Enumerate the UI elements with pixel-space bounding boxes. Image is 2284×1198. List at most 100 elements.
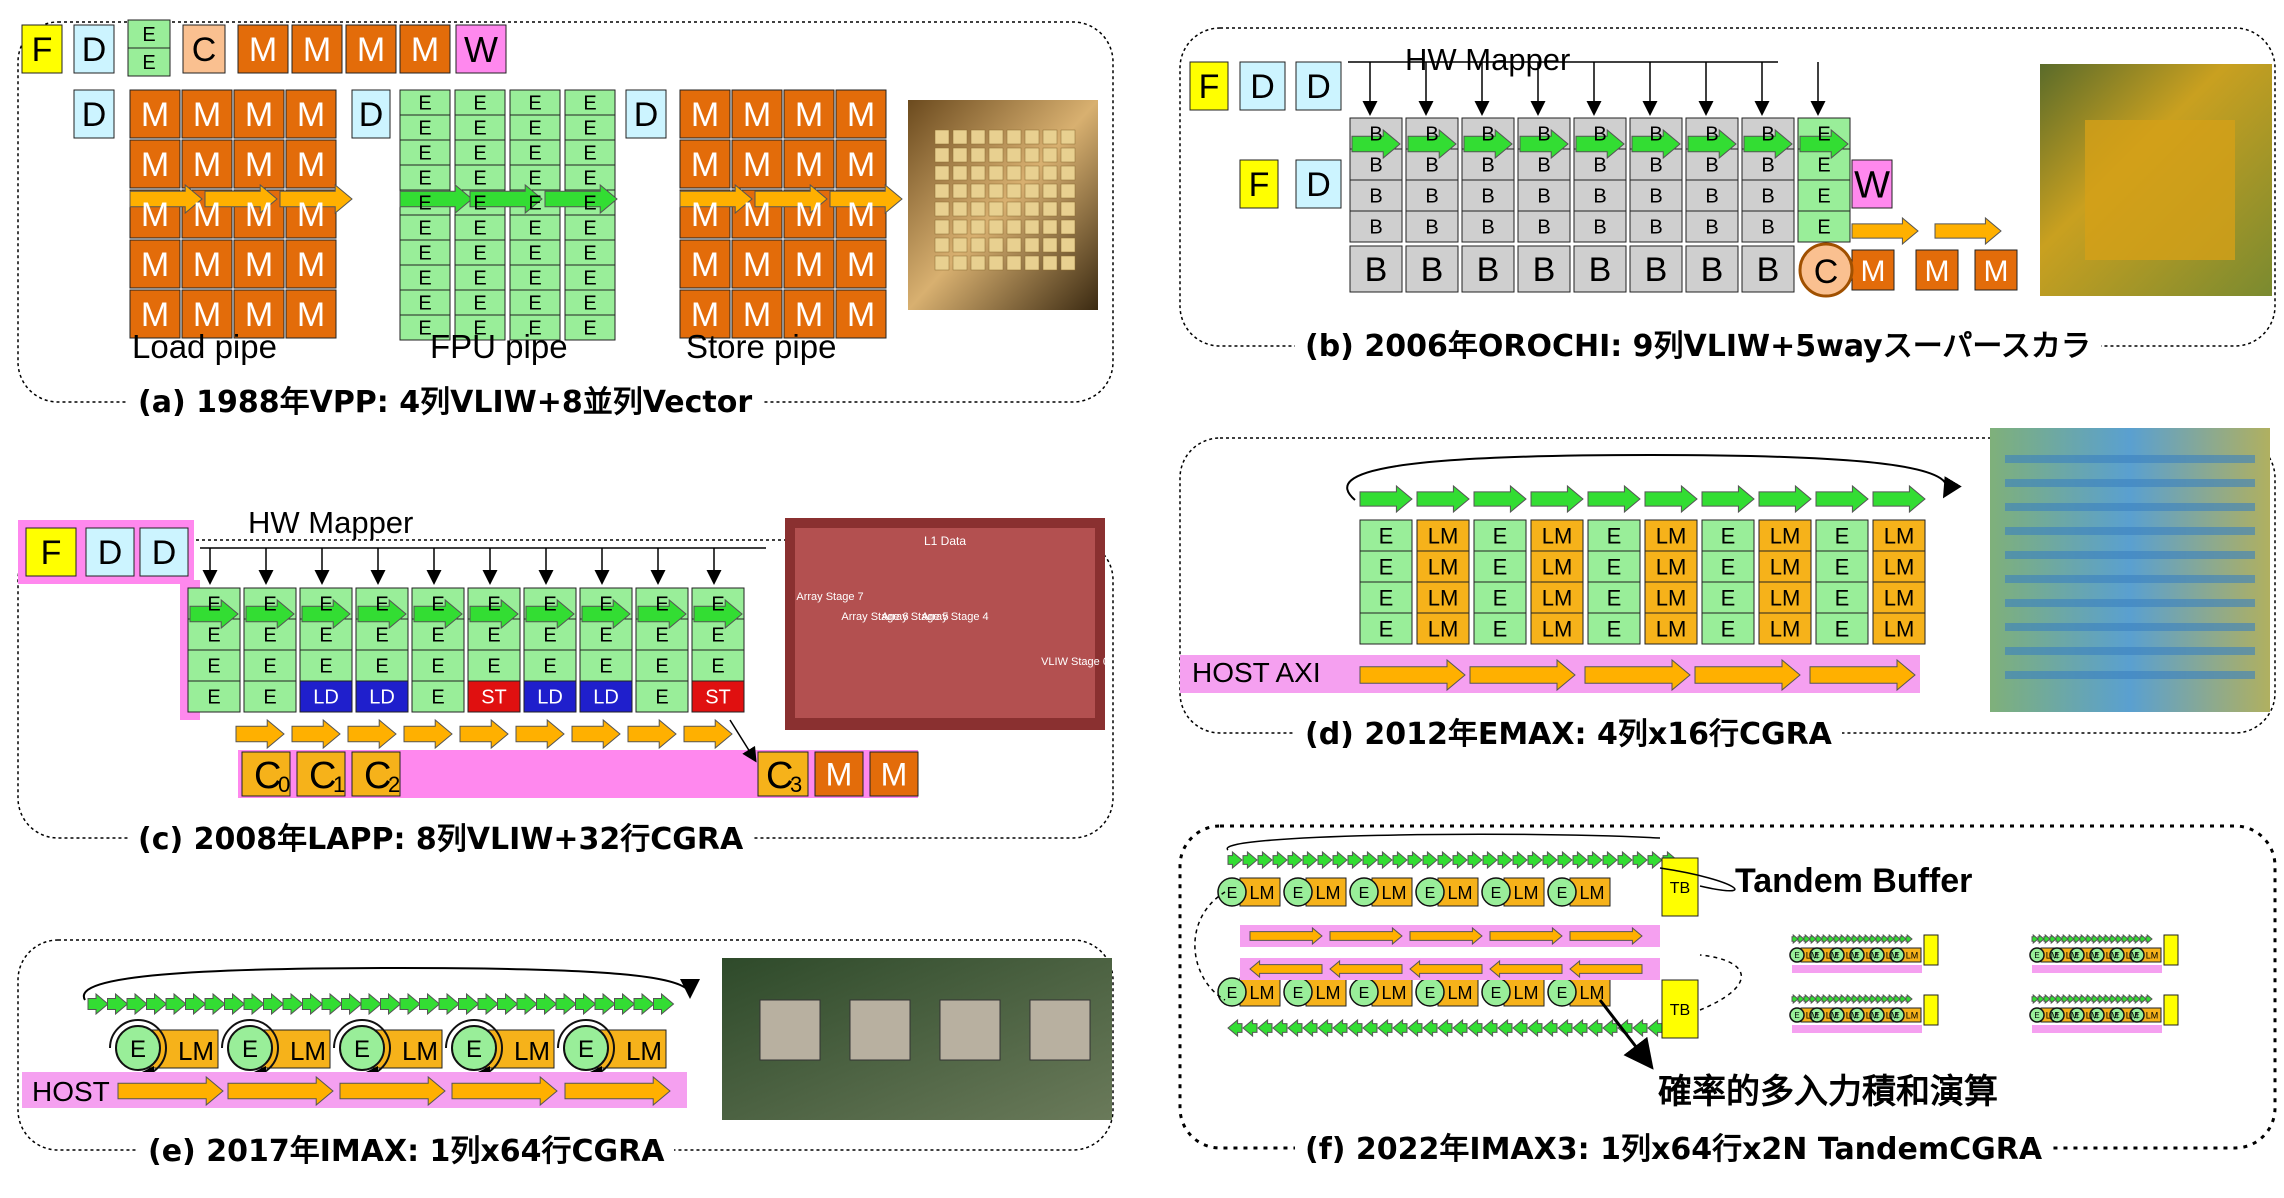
a-mem-0-box [237,24,289,74]
e-green-arrow-15 [380,992,402,1016]
b-bypass-1-2-box [1405,179,1459,212]
c-cell-1-1-glyph: E [263,625,276,647]
b-bypass-3-3-glyph: B [1537,217,1550,239]
f-host-arrow-1-2 [1409,926,1483,946]
a-mem-1-glyph: M [303,31,331,69]
a-chip-tile [988,255,1004,271]
e-green-arrow-11 [302,992,324,1016]
c-orange-arrow-4 [459,718,509,750]
e-exec-glyph-4: E [578,1036,594,1063]
c-decode-1-glyph: D [98,534,123,572]
a-chip-tile [1006,183,1022,199]
d-cell-3-0-glyph: LM [1542,523,1573,548]
f-mini-2-g-0 [2031,933,2039,945]
a-fpu-e-1-3-box [564,114,616,141]
f-top-green-28 [1647,850,1663,870]
e-green-arrow-19 [458,992,480,1016]
a-chip-tile [934,165,950,181]
f-mini-2-r-exec-0 [2029,947,2045,963]
c-cell-0-2-glyph: E [207,656,220,678]
a-chip-tile [952,237,968,253]
d-cell-0-3-box [1359,612,1413,645]
c-decode-2-box [139,527,189,577]
c-die-inner [795,528,1095,718]
b-bypass-4-0-glyph: B [1593,124,1606,146]
d-green-arrow-7 [1758,484,1812,514]
d-cell-7-1-glyph: LM [1770,554,1801,579]
c-cell-0-1-glyph: E [207,625,220,647]
f-mini-2-g-19 [2145,933,2153,945]
b-bypass-big-1-glyph: B [1421,251,1444,289]
f-top-green-1 [1242,850,1258,870]
a-chip-tile [1024,255,1040,271]
f-row1-exec-3 [1415,877,1445,907]
f-mini-3-g-12 [1863,993,1871,1005]
d-die-row [2005,455,2255,463]
a-load-m-4-0-glyph: M [141,296,169,334]
f-mini-1-r-lm-glyph-1: LM [1826,951,1839,961]
b-bypass-0-0-glyph: B [1369,124,1382,146]
a-chip-tile [988,237,1004,253]
f-mini-1-g-4 [1815,933,1823,945]
a-decode-glyph: D [82,31,107,69]
f-mini-2-tb-box [2163,934,2179,966]
b-decode-2-box [1295,61,1342,111]
d-cell-4-2-glyph: E [1607,585,1622,610]
d-cell-5-2-glyph: LM [1656,585,1687,610]
a-fpu-e-6-1-glyph: E [473,243,486,265]
b-cache-ring [1798,242,1854,298]
a-fpu-e-6-3-glyph: E [583,243,596,265]
a-fpu-e-5-2-glyph: E [528,218,541,240]
f-top-green-19 [1512,850,1528,870]
d-cell-2-3-box [1473,612,1527,645]
a-chip-tile [970,255,986,271]
f-mini-1-r-exec-glyph-2: E [1834,951,1839,960]
b-mem-2-box [1915,249,1959,291]
b-exec-1-glyph: E [1817,155,1830,177]
b-bypass-1-1-glyph: B [1425,155,1438,177]
a-decode-box [73,24,115,74]
a-chip-tile [934,255,950,271]
a-fpu-e-0-3-glyph: E [583,93,596,115]
f-top-green-17 [1482,850,1498,870]
f-row1-exec-glyph-3: E [1425,885,1436,902]
a-fpu-e-9-1-glyph: E [473,318,486,340]
f-bot-green-10 [1377,1018,1393,1038]
c-die-stage5: Array Stage 5 [881,611,948,623]
b-green-arrow-4 [1575,128,1625,160]
f-mini-4-tb-box [2163,994,2179,1026]
b-cache-glyph: C [1814,253,1839,291]
f-bot-green-14 [1437,1018,1453,1038]
d-green-arrow-3 [1530,484,1584,514]
c-cache-3-box [757,751,809,797]
f-mini-4-g-15 [2121,993,2129,1005]
f-mini-2-g-18 [2139,933,2147,945]
f-bot-green-8 [1347,1018,1363,1038]
d-cell-8-2-box [1815,581,1869,614]
b-bypass-3-1-glyph: B [1537,155,1550,177]
f-mini-3-tb-box [1923,994,1939,1026]
b-bypass-big-2-box [1461,245,1515,293]
a-load-m-0-0-box [129,89,181,139]
b-green-arrow-8 [1799,128,1849,160]
c-cell-7-2-glyph: E [599,656,612,678]
f-top-green-11 [1392,850,1408,870]
d-cell-0-1-box [1359,550,1413,583]
e-green-arrow-8 [243,992,265,1016]
a-fpu-e-0-0-box [399,89,451,116]
f-row1-lm-2 [1371,877,1413,907]
f-mini-4-g-1 [2037,993,2045,1005]
b-bypass-5-1-glyph: B [1649,155,1662,177]
f-top-green-16 [1467,850,1483,870]
c-cell-2-3-box [299,680,353,713]
f-bot-green-17 [1482,1018,1498,1038]
a-load-m-0-2-glyph: M [245,96,273,134]
b-green-arrow-5 [1631,128,1681,160]
b-green-arrow-0 [1351,128,1401,160]
c-cell-0-1-box [187,618,241,651]
f-top-green-18 [1497,850,1513,870]
a-fpu-e-4-1-glyph: E [473,193,486,215]
a-fpu-e-6-1-box [454,239,506,266]
f-row2-lm-glyph-1: LM [1315,983,1340,1003]
a-store-m-3-3-box [835,239,887,289]
